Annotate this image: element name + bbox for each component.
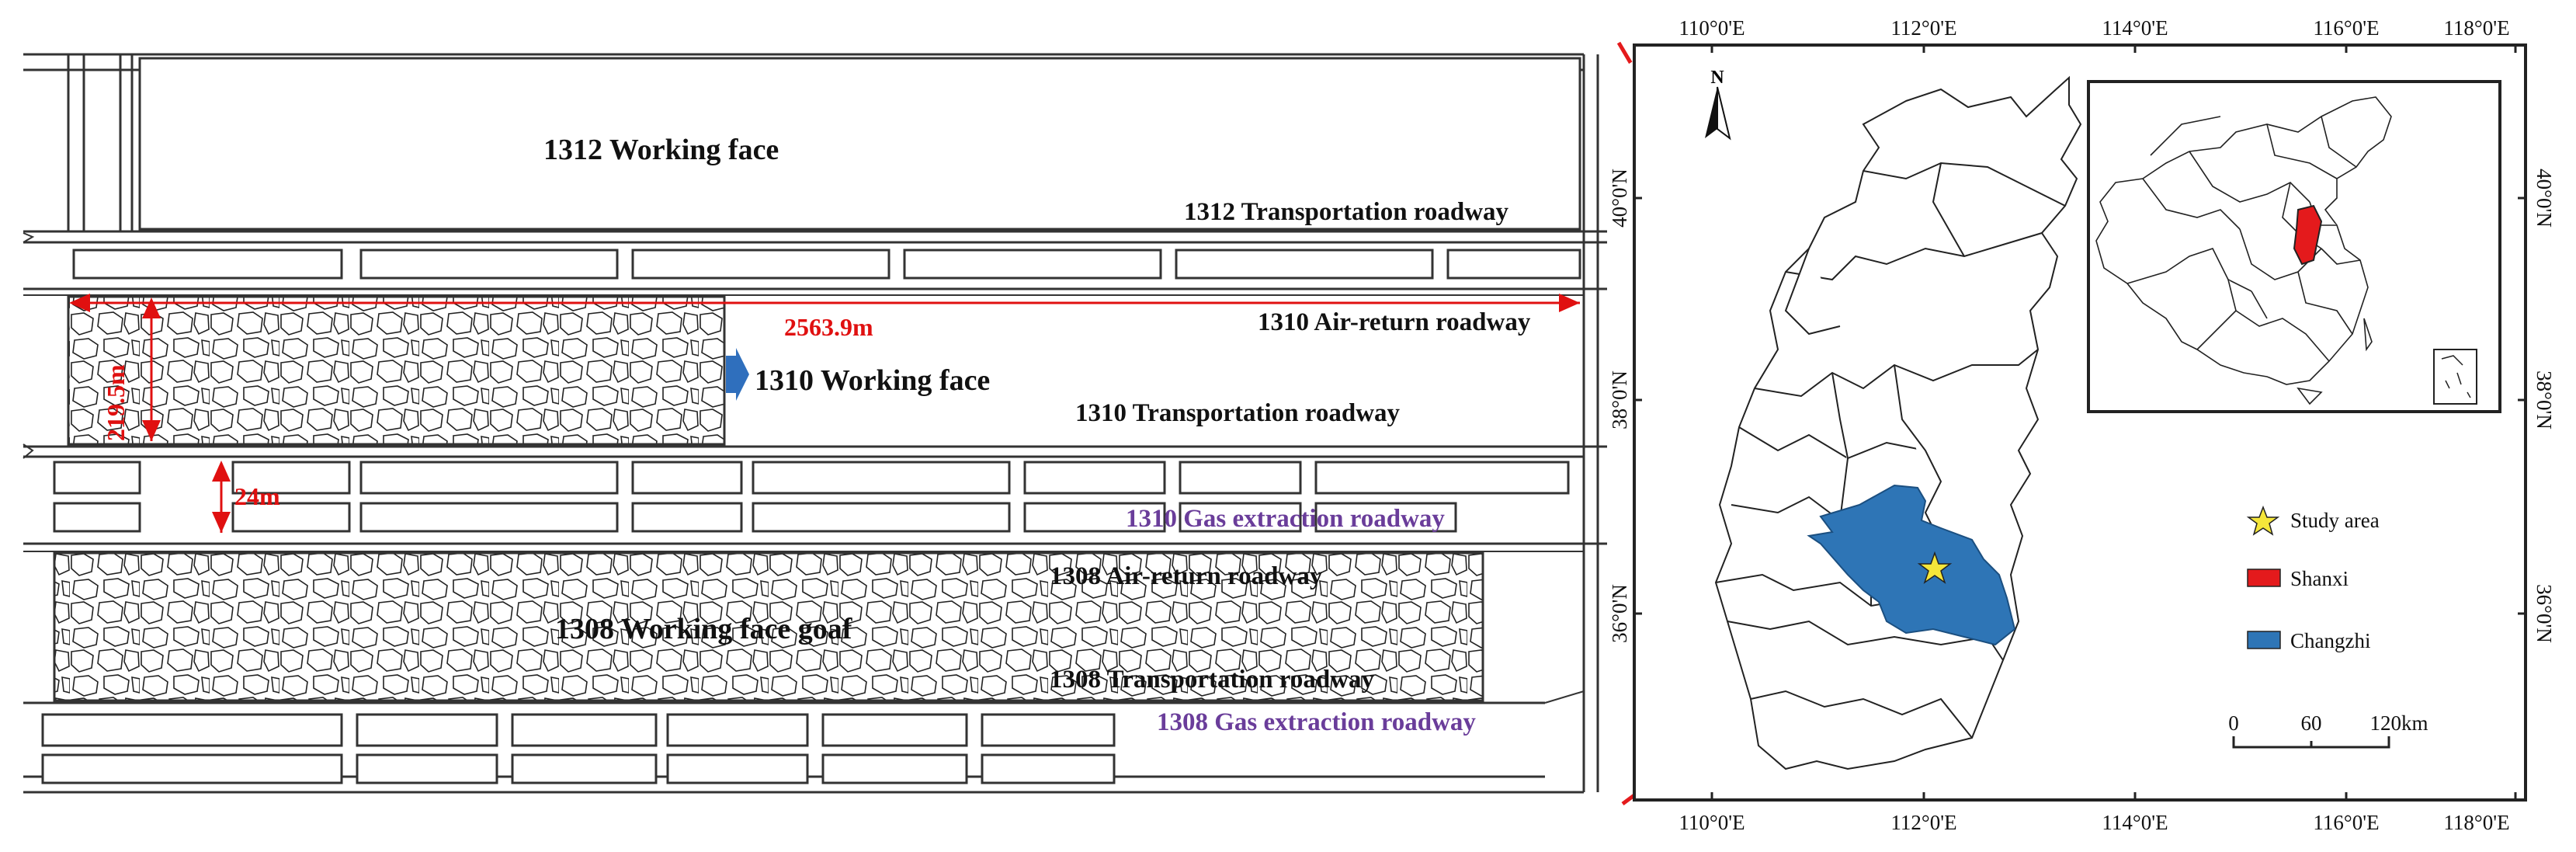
scale-tick-60: 60 [2301,711,2322,735]
legend-swatch-shanxi [2247,569,2281,587]
lon-tick-bottom: 112°0'E [1890,811,1956,834]
lat-tick-left: 36°0'N [1608,584,1631,643]
label-1310-transportation-roadway: 1310 Transportation roadway [1075,399,1401,427]
legend-label-changzhi: Changzhi [2290,629,2370,652]
lon-tick-bottom: 118°0'E [2443,811,2509,834]
lon-tick-bottom: 114°0'E [2102,811,2168,834]
map-legend: Study area Shanxi Changzhi [2246,505,2380,652]
china-map-inset [2095,96,2392,405]
changzhi-region [1807,484,2016,646]
label-1308-air-return-roadway: 1308 Air-return roadway [1050,562,1323,590]
label-1310-air-return-roadway: 1310 Air-return roadway [1258,308,1531,336]
label-1308-transportation-roadway: 1308 Transportation roadway [1050,666,1375,694]
lat-tick-right: 38°0'N [2533,370,2556,429]
study-area-star-icon [1917,551,1953,584]
scale-bar: 0 60 120km [2228,711,2428,749]
goaf-1310 [67,295,726,446]
lon-tick-bottom: 116°0'E [2313,811,2379,834]
advance-arrow-icon [726,348,749,401]
scale-tick-0: 0 [2228,711,2239,735]
label-1312-working-face: 1312 Working face [543,134,779,166]
mine-layout-panel: 1312 Working face 1312 Transportation ro… [23,53,1607,794]
lon-tick-top: 112°0'E [1890,16,1956,40]
label-1308-gas-extraction-roadway: 1308 Gas extraction roadway [1157,708,1476,736]
working-face-1312 [138,57,1581,231]
break-mark [23,232,35,243]
goaf-1308 [53,551,1484,702]
north-arrow-icon [1705,87,1717,138]
lon-tick-top: 114°0'E [2102,16,2168,40]
legend-swatch-changzhi [2247,631,2281,649]
lat-tick-right: 40°0'N [2533,169,2556,228]
lon-tick-top: 110°0'E [1679,16,1745,40]
legend-label-shanxi: Shanxi [2290,567,2349,590]
lon-tick-top: 118°0'E [2443,16,2509,40]
lat-tick-right: 36°0'N [2533,584,2556,643]
label-1310-working-face: 1310 Working face [755,364,990,397]
label-1310-gas-extraction-roadway: 1310 Gas extraction roadway [1126,505,1445,533]
label-1312-transportation-roadway: 1312 Transportation roadway [1184,198,1509,226]
shanxi-highlight [2293,204,2323,266]
south-china-sea-inset [2433,349,2477,405]
pillar-row-2 [53,461,1570,533]
pillar-row-3 [41,713,1116,784]
label-1308-working-face-goaf: 1308 Working face goaf [555,613,853,645]
pillar-row-1 [72,249,1581,280]
break-mark [23,443,34,459]
lon-tick-top: 116°0'E [2313,16,2379,40]
north-label: N [1710,68,1724,88]
lon-tick-bottom: 110°0'E [1679,811,1745,834]
dim-label-width: 219.5m [102,364,130,441]
lat-tick-left: 38°0'N [1608,370,1631,429]
location-map-panel: 110°0'E 112°0'E 114°0'E 116°0'E 118°0'E … [1608,16,2556,834]
lat-tick-left: 40°0'N [1608,169,1631,228]
legend-star-icon [2246,505,2280,536]
dim-label-length: 2563.9m [784,313,873,341]
scale-tick-120: 120km [2369,711,2428,735]
legend-label-study-area: Study area [2290,509,2380,532]
dim-label-spacing: 24m [234,482,280,510]
